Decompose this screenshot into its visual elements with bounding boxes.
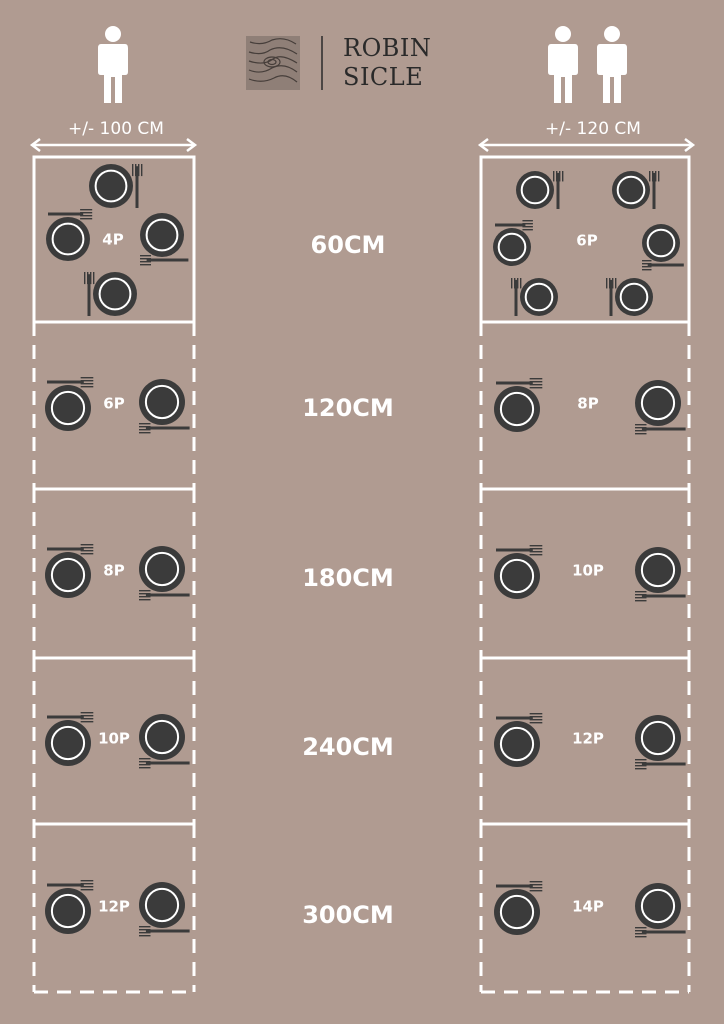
place-setting [494, 378, 543, 432]
fork-icon [84, 272, 95, 316]
capacity-label: 6P [103, 395, 124, 413]
place-setting [89, 164, 143, 208]
fork-icon [47, 712, 94, 723]
place-setting [45, 880, 94, 934]
place-setting [45, 544, 94, 598]
length-label-240: 240CM [302, 733, 394, 761]
capacity-label: 8P [103, 562, 124, 580]
place-setting [139, 379, 190, 434]
capacity-label: 10P [572, 562, 604, 580]
capacity-label: 12P [572, 730, 604, 748]
fork-icon [511, 278, 522, 316]
capacity-label: 4P [102, 231, 123, 249]
place-setting [635, 883, 686, 938]
table-column-double [479, 155, 691, 994]
fork-icon [132, 164, 143, 208]
length-label-300: 300CM [302, 901, 394, 929]
fork-icon [635, 927, 686, 938]
fork-icon [139, 423, 190, 434]
length-label-60: 60CM [310, 231, 386, 259]
brand-line-1: ROBIN [343, 34, 432, 62]
fork-icon [496, 545, 543, 556]
brand-name: ROBIN SICLE [343, 34, 431, 92]
table-segment [479, 155, 691, 324]
place-setting [635, 547, 686, 602]
table-column-single [32, 155, 196, 994]
width-dimension-single [29, 138, 198, 152]
fork-icon [496, 378, 543, 389]
fork-icon [48, 209, 93, 220]
place-setting [606, 278, 653, 316]
place-setting [494, 881, 543, 935]
fork-icon [495, 220, 533, 231]
person-silhouette-icon [597, 26, 627, 103]
length-label-120: 120CM [302, 394, 394, 422]
fork-icon [606, 278, 617, 316]
place-settings: 4P 6P 8P 10P 12P 6P 8P 10P 12P 14P [45, 164, 686, 938]
place-setting [46, 209, 93, 261]
fork-icon [496, 713, 543, 724]
fork-icon [496, 881, 543, 892]
fork-icon [635, 759, 686, 770]
single-width-label: +/- 100 CM [68, 119, 164, 139]
fork-icon [47, 377, 94, 388]
fork-icon [635, 424, 686, 435]
fork-icon [139, 758, 190, 769]
fork-icon [139, 926, 190, 937]
place-setting [612, 171, 660, 209]
wood-grain-logo-icon [246, 36, 300, 90]
place-setting [635, 715, 686, 770]
place-setting [511, 278, 558, 316]
double-width-label: +/- 120 CM [545, 119, 641, 139]
place-setting [140, 213, 189, 266]
place-setting [139, 546, 190, 601]
fork-icon [642, 260, 684, 271]
fork-icon [47, 544, 94, 555]
capacity-label: 12P [98, 898, 130, 916]
fork-icon [140, 255, 189, 266]
place-setting [516, 171, 564, 209]
place-setting [139, 714, 190, 769]
table-segment [32, 155, 196, 324]
place-setting [635, 380, 686, 435]
width-dimension-double [477, 138, 696, 152]
fork-icon [139, 590, 190, 601]
place-setting [139, 882, 190, 937]
capacity-label: 8P [577, 395, 598, 413]
place-setting [84, 272, 137, 316]
length-label-180: 180CM [302, 564, 394, 592]
fork-icon [649, 171, 660, 209]
brand-line-2: SICLE [343, 63, 424, 91]
fork-icon [635, 591, 686, 602]
person-silhouette-icon [548, 26, 578, 103]
fork-icon [553, 171, 564, 209]
capacity-label: 6P [576, 232, 597, 250]
capacity-label: 10P [98, 730, 130, 748]
person-silhouette-icon [98, 26, 128, 103]
place-setting [493, 220, 533, 266]
place-setting [642, 224, 684, 271]
place-setting [45, 377, 94, 431]
fork-icon [47, 880, 94, 891]
place-setting [45, 712, 94, 766]
capacity-label: 14P [572, 898, 604, 916]
place-setting [494, 545, 543, 599]
place-setting [494, 713, 543, 767]
